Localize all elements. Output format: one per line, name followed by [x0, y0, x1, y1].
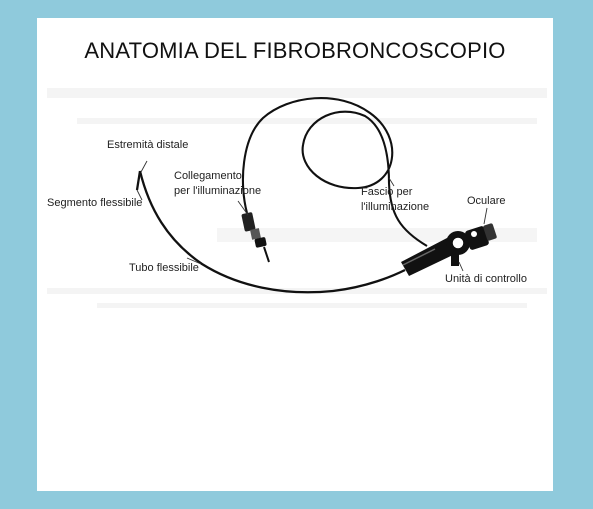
label-collegamento-line1: Collegamento: [174, 170, 242, 182]
label-fascio-line2: l'illuminazione: [361, 201, 429, 213]
label-oculare: Oculare: [467, 195, 506, 207]
slide-panel: ANATOMIA DEL FIBROBRONCOSCOPIO: [37, 18, 553, 491]
leader-lines: [136, 160, 488, 272]
label-estremita-distale: Estremità distale: [107, 139, 188, 151]
light-guide-cord: [241, 97, 428, 247]
eyepiece: [465, 223, 497, 250]
label-collegamento-line2: per l'illuminazione: [174, 185, 261, 197]
label-segmento-flessibile: Segmento flessibile: [47, 197, 142, 209]
slide-title: ANATOMIA DEL FIBROBRONCOSCOPIO: [84, 38, 506, 63]
distal-tip: [135, 170, 142, 191]
bronchoscope-diagram: Estremità distale Segmento flessibile Co…: [47, 88, 547, 308]
flexible-tube: [138, 170, 406, 294]
label-tubo-flessibile: Tubo flessibile: [129, 262, 199, 274]
label-fascio-line1: Fascio per: [361, 186, 413, 198]
light-connector: [241, 212, 270, 263]
control-unit: [401, 231, 470, 276]
label-unita-controllo: Unità di controllo: [445, 273, 527, 285]
